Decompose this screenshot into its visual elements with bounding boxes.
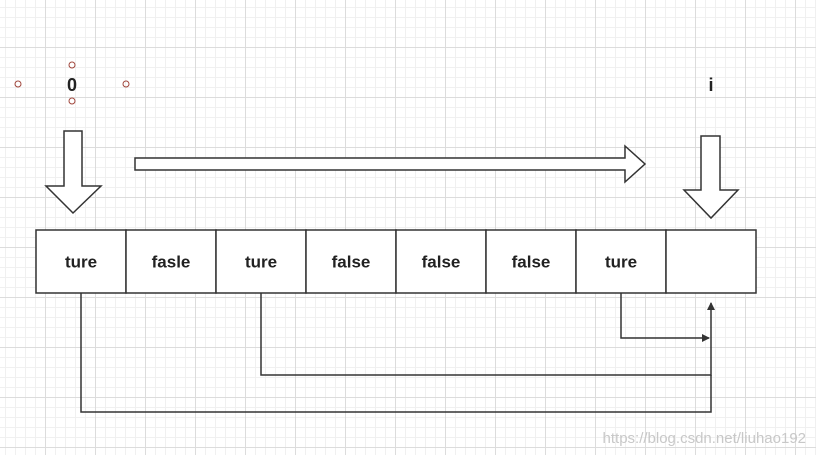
array-cell-label: false xyxy=(512,253,551,272)
connector-lines xyxy=(80,293,715,413)
connector-cell-7 xyxy=(620,293,710,342)
array-cell[interactable]: fasle xyxy=(125,229,217,294)
start-down-arrow xyxy=(44,130,103,215)
scan-right-arrow xyxy=(134,144,647,184)
array-cell[interactable] xyxy=(665,229,757,294)
connector-cell-3 xyxy=(260,293,715,376)
array-cell-label: false xyxy=(332,253,371,272)
array-cell-box xyxy=(665,229,757,294)
array-cell-label: ture xyxy=(65,253,97,272)
array-cell[interactable]: false xyxy=(395,229,487,294)
array-cell-label: ture xyxy=(605,253,637,272)
array-cell[interactable]: ture xyxy=(35,229,127,294)
end-index-label[interactable]: i xyxy=(708,75,713,95)
array-cell-box xyxy=(395,229,487,294)
connector-cell-1 xyxy=(80,293,712,413)
array-cell[interactable]: ture xyxy=(575,229,667,294)
start-index-label[interactable]: 0 xyxy=(67,75,77,95)
array-cell[interactable]: false xyxy=(485,229,577,294)
array-cell-label: false xyxy=(422,253,461,272)
end-down-arrow xyxy=(682,135,740,220)
array-cell-box xyxy=(125,229,217,294)
array-cells: ture fasle ture false false false ture xyxy=(35,229,757,294)
watermark-text: https://blog.csdn.net/liuhao192 xyxy=(603,430,806,447)
array-cell[interactable]: ture xyxy=(215,229,307,294)
array-cell-label: fasle xyxy=(152,253,191,272)
array-cell-label: ture xyxy=(245,253,277,272)
selection-handles xyxy=(14,61,130,105)
array-cell[interactable]: false xyxy=(305,229,397,294)
array-cell-box xyxy=(35,229,127,294)
